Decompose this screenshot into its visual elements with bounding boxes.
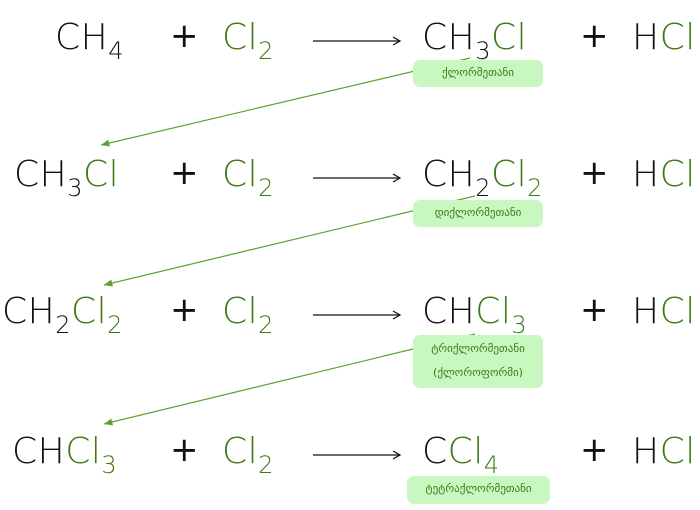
- formula-part: H: [632, 431, 660, 472]
- formula-part: CH: [422, 291, 476, 332]
- formula-part: H: [632, 154, 660, 195]
- formula-part: H: [632, 291, 660, 332]
- formula-part: CH: [422, 154, 476, 195]
- subscript: 2: [258, 37, 274, 65]
- subscript: 3: [475, 37, 491, 65]
- formula-part: Cl: [491, 154, 528, 195]
- product-to-reactant-arrow: [100, 57, 471, 147]
- formula-part: CH: [422, 17, 476, 58]
- label-line: (ქლოროფორმი): [433, 366, 523, 379]
- formula-part: Cl: [222, 154, 259, 195]
- product-name-label: დიქლორმეთანი: [413, 200, 543, 227]
- label-line: ტეტრაქლორმეთანი: [425, 482, 532, 495]
- formula-part: Cl: [659, 291, 696, 332]
- formula-part: CH: [2, 291, 56, 332]
- plus-sign: +: [170, 16, 199, 56]
- subscript: 3: [101, 451, 118, 479]
- plus-sign: +: [170, 290, 199, 330]
- formula-part: Cl: [83, 154, 120, 195]
- subscript: 2: [527, 174, 543, 202]
- product-formula: CCl4: [422, 431, 500, 478]
- product-formula: CH2Cl2: [422, 154, 543, 201]
- reactant-formula: CH3Cl: [14, 154, 120, 201]
- subscript: 3: [67, 174, 83, 202]
- formula-part: Cl: [222, 291, 259, 332]
- formula-part: Cl: [659, 431, 696, 472]
- subscript: 2: [258, 451, 274, 479]
- subscript: 4: [108, 37, 124, 65]
- plus-sign: +: [580, 16, 609, 56]
- byproduct-formula: HCl: [632, 432, 696, 472]
- reaction-arrow-icon: [313, 306, 402, 320]
- label-line: დიქლორმეთანი: [434, 206, 522, 219]
- product-name-label: ტეტრაქლორმეთანი: [407, 476, 550, 504]
- subscript: 2: [107, 311, 123, 339]
- plus-sign: +: [170, 430, 199, 470]
- reactant-formula: CH2Cl2: [2, 291, 123, 338]
- plus-sign: +: [580, 430, 609, 470]
- formula-part: Cl: [659, 17, 696, 58]
- reagent-formula: Cl2: [222, 291, 274, 338]
- product-name-label: ტრიქლორმეთანი (ქლოროფორმი): [413, 335, 543, 388]
- reagent-formula: Cl2: [222, 17, 274, 64]
- formula-part: CH: [12, 431, 66, 472]
- byproduct-formula: HCl: [632, 155, 696, 195]
- reactant-formula: CH4: [55, 17, 124, 64]
- formula-part: Cl: [475, 291, 512, 332]
- formula-part: C: [422, 431, 448, 472]
- formula-part: Cl: [659, 154, 696, 195]
- plus-sign: +: [580, 153, 609, 193]
- reagent-formula: Cl2: [222, 154, 274, 201]
- formula-part: Cl: [71, 291, 108, 332]
- reaction-arrow-icon: [313, 446, 402, 460]
- reaction-arrow-icon: [313, 32, 402, 46]
- formula-part: Cl: [447, 431, 484, 472]
- subscript: 2: [258, 311, 274, 339]
- byproduct-formula: HCl: [632, 18, 696, 58]
- reactant-formula: CHCl3: [12, 431, 117, 478]
- subscript: 3: [511, 311, 528, 339]
- label-line: ტრიქლორმეთანი: [431, 342, 525, 355]
- formula-part: CH: [14, 154, 68, 195]
- formula-part: CH: [55, 17, 109, 58]
- product-formula: CH3Cl: [422, 17, 528, 64]
- formula-part: Cl: [491, 17, 528, 58]
- plus-sign: +: [580, 290, 609, 330]
- formula-part: Cl: [65, 431, 102, 472]
- byproduct-formula: HCl: [632, 292, 696, 332]
- formula-part: Cl: [222, 17, 259, 58]
- formula-part: Cl: [222, 431, 259, 472]
- subscript: 2: [55, 311, 71, 339]
- plus-sign: +: [170, 153, 199, 193]
- subscript: 4: [483, 451, 500, 479]
- reaction-arrow-icon: [313, 169, 402, 183]
- subscript: 2: [258, 174, 274, 202]
- product-name-label: ქლორმეთანი: [413, 60, 543, 87]
- label-line: ქლორმეთანი: [442, 66, 514, 79]
- reagent-formula: Cl2: [222, 431, 274, 478]
- subscript: 2: [475, 174, 491, 202]
- product-formula: CHCl3: [422, 291, 527, 338]
- formula-part: H: [632, 17, 660, 58]
